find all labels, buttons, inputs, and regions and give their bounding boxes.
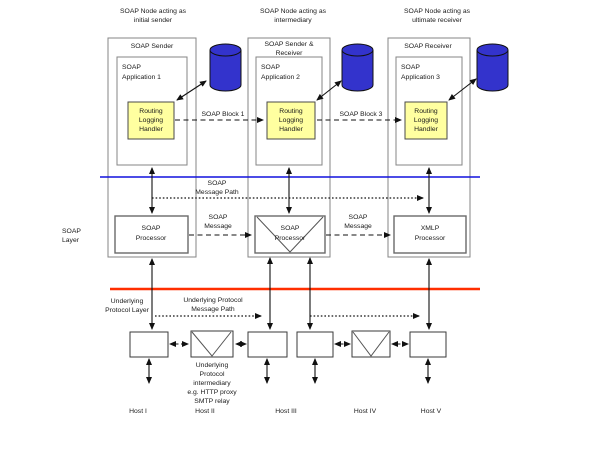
node1-processor-line1: SOAP <box>142 225 161 232</box>
node1-role-line1: SOAP Node acting as <box>120 8 187 15</box>
soap-message-2-label-line2: Message <box>344 223 372 230</box>
node1-processor-box <box>114 215 189 254</box>
underlying-path-label-line1: Underlying Protocol <box>183 297 243 304</box>
host3-label: Host III <box>275 408 297 415</box>
node1-processor-line2: Processor <box>136 235 167 242</box>
node2-processor-line2: Processor <box>275 235 306 242</box>
soap-layer-label-line1: SOAP <box>62 228 81 235</box>
node2-app-line1: SOAP <box>261 64 280 71</box>
node3-handler-line1: Routing <box>414 108 438 115</box>
underlying-path-label-line2: Message Path <box>191 306 235 313</box>
underlying-layer-label-line2: Protocol Layer <box>105 307 150 314</box>
soap-message-1-label-line2: Message <box>204 223 232 230</box>
node3-handler-box <box>404 101 448 140</box>
node2-handler-line2: Logging <box>279 117 303 124</box>
soap-node-ultimate-receiver <box>387 37 471 258</box>
handler2-database-arrow <box>316 80 342 101</box>
underlying-intermediary-line1: Underlying <box>196 362 229 369</box>
host5-label: Host V <box>421 408 442 415</box>
host2-intermediary-box <box>190 330 234 358</box>
underlying-layer-label-line1: Underlying <box>111 298 144 305</box>
node1-role-line2: initial sender <box>134 17 173 24</box>
node2-handler-line1: Routing <box>279 108 303 115</box>
node2-handler-line3: Handler <box>279 126 304 133</box>
node2-processor-box <box>254 215 326 254</box>
node3-handler-line2: Logging <box>414 117 438 124</box>
host3-box-in <box>247 331 288 358</box>
soap-layer-label-line2: Layer <box>62 237 80 244</box>
soap-block-3-label: SOAP Block 3 <box>340 111 383 118</box>
node2-role-line1: SOAP Node acting as <box>260 8 327 15</box>
soap-message-path-label-line2: Message Path <box>195 189 239 196</box>
node2-role-line2: intermediary <box>274 17 312 24</box>
host4-intermediary-box <box>351 330 391 358</box>
host1-box <box>129 331 169 358</box>
soap-message-1-label-line1: SOAP <box>209 214 228 221</box>
node3-processor-box <box>393 215 467 254</box>
soap-message-2-label-line1: SOAP <box>349 214 368 221</box>
node3-processor-line1: XMLP <box>421 225 440 232</box>
node3-handler-line3: Handler <box>414 126 439 133</box>
node2-title-line2: Receiver <box>276 50 304 57</box>
node1-app-line2: Application 1 <box>122 74 161 81</box>
underlying-protocol-hosts <box>129 330 447 358</box>
host3-box-out <box>296 331 334 358</box>
node2-title-line1: SOAP Sender & <box>265 41 314 48</box>
node2-app-line2: Application 2 <box>261 74 300 81</box>
node1-title: SOAP Sender <box>131 43 174 50</box>
node2-processor-line1: SOAP <box>281 225 300 232</box>
host2-label: Host II <box>195 408 215 415</box>
node1-handler-line2: Logging <box>139 117 163 124</box>
node3-app-line1: SOAP <box>401 64 420 71</box>
node2-processor-envelope-icon <box>256 216 324 253</box>
soap-message-path-label-line1: SOAP <box>208 180 227 187</box>
database3-icon <box>476 43 509 92</box>
underlying-intermediary-line2: Protocol <box>200 371 225 378</box>
soap-block-1-label: SOAP Block 1 <box>202 111 245 118</box>
host2-envelope-icon <box>191 331 232 357</box>
node1-handler-line1: Routing <box>139 108 163 115</box>
node3-title: SOAP Receiver <box>404 43 452 50</box>
underlying-intermediary-line5: SMTP relay <box>194 398 230 405</box>
host1-label: Host I <box>129 408 147 415</box>
handler1-database-arrow <box>176 80 207 101</box>
node3-app-line2: Application 3 <box>401 74 440 81</box>
database1-icon <box>209 43 242 92</box>
underlying-intermediary-line3: intermediary <box>193 380 231 387</box>
host5-box <box>409 331 447 358</box>
node3-role-line1: SOAP Node acting as <box>404 8 471 15</box>
arrows <box>146 78 477 384</box>
host4-envelope-icon <box>352 331 390 357</box>
diagram-text: SOAP Node acting as initial sender SOAP … <box>62 8 471 415</box>
handler3-database-arrow <box>448 78 477 101</box>
node3-role-line2: ultimate receiver <box>412 17 463 24</box>
node3-processor-line2: Processor <box>415 235 446 242</box>
soap-node-intermediary <box>247 37 331 258</box>
host4-label: Host IV <box>354 408 377 415</box>
database2-icon <box>341 43 374 92</box>
node2-handler-box <box>266 101 316 140</box>
node1-handler-box <box>127 101 175 140</box>
node1-app-line1: SOAP <box>122 64 141 71</box>
underlying-intermediary-line4: e.g. HTTP proxy <box>187 389 237 396</box>
soap-node-initial-sender <box>107 37 197 258</box>
node1-handler-line3: Handler <box>139 126 164 133</box>
